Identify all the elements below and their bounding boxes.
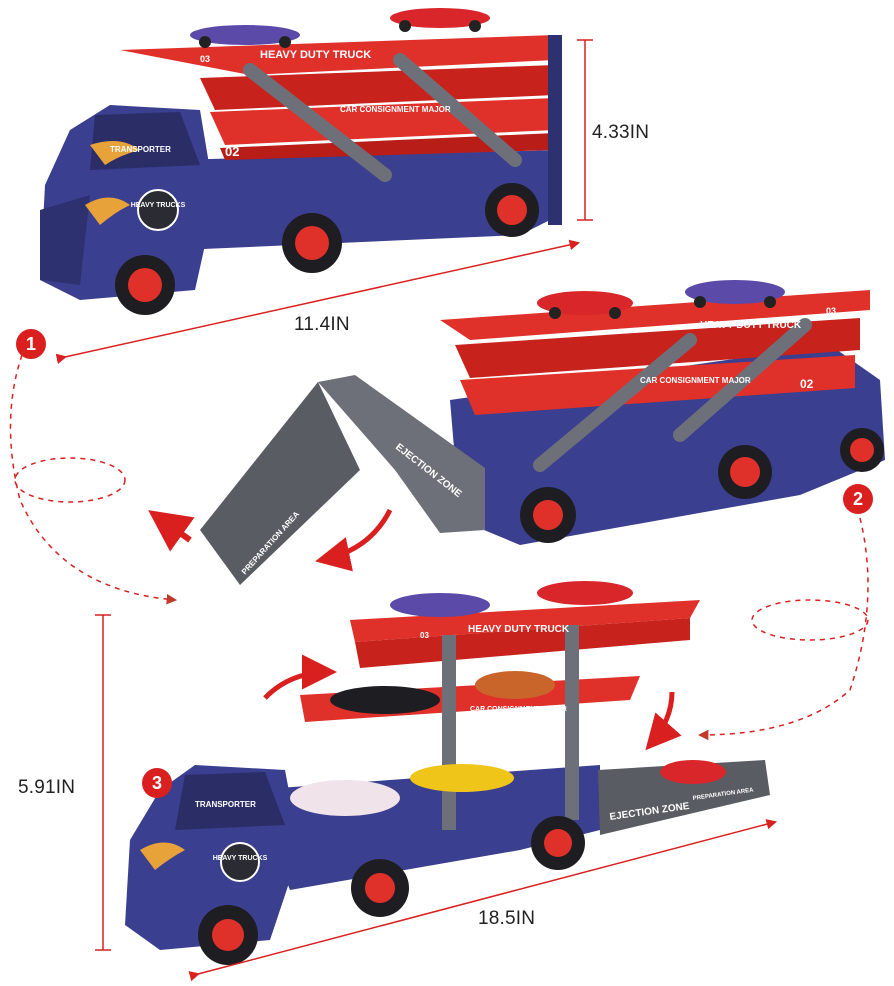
arrow-icon [263, 654, 337, 700]
height-expanded-label: 5.91IN [18, 777, 76, 798]
car-consignment-label: CAR CONSIGNMENT MAJOR [340, 105, 451, 114]
deck-02-label-2: 02 [800, 377, 814, 391]
car-consignment-label-3: CAR CONSIGNMENT MAJOR [470, 706, 567, 713]
height-collapsed-label: 4.33IN [592, 122, 650, 143]
truck-collapsed: HEAVY TRUCKS TRANSPORTER 02 03 HEAVY DUT… [40, 8, 562, 315]
toy-car [537, 581, 633, 605]
heavy-trucks-label-3: HEAVY TRUCKS [213, 855, 268, 862]
step-2-badge: 2 [843, 484, 873, 514]
toy-car [290, 780, 400, 816]
deck-02-label-3: 02 [370, 757, 384, 771]
dimension-length-expanded [188, 819, 778, 982]
toy-car [390, 593, 490, 617]
wheel [115, 255, 175, 315]
wheel [485, 183, 539, 237]
length-expanded-label: 18.5IN [478, 908, 536, 929]
heavy-duty-truck-label-2: HEAVY DUTY TRUCK [700, 320, 802, 331]
toy-car [475, 671, 555, 699]
toy-car [330, 686, 440, 714]
deck-03-label: 03 [200, 54, 210, 64]
wheel [198, 905, 258, 965]
dimension-height-expanded [95, 614, 111, 951]
dimension-height-collapsed [577, 39, 593, 221]
toy-car [660, 760, 726, 784]
toy-car [410, 764, 514, 792]
length-collapsed-label: 11.4IN [294, 314, 350, 335]
wheel [840, 428, 884, 472]
truck-ramp-open: HEAVY DUTY TRUCK CAR CONSIGNMENT MAJOR 0… [200, 280, 885, 585]
wheel [351, 859, 409, 917]
transporter-label-3: TRANSPORTER [195, 800, 256, 809]
toy-car [685, 280, 785, 308]
car-consignment-label-2: CAR CONSIGNMENT MAJOR [640, 376, 751, 385]
wheel [531, 816, 585, 870]
step-3-badge: 3 [142, 768, 172, 798]
toy-car [390, 8, 490, 32]
arrow-icon [315, 508, 393, 572]
deck-03-label-2: 03 [826, 306, 836, 316]
toy-car [190, 25, 300, 48]
step-1-badge: 1 [16, 329, 46, 359]
wheel [282, 213, 342, 273]
deck-02-label: 02 [225, 144, 239, 159]
transporter-label: TRANSPORTER [110, 145, 171, 154]
heavy-duty-truck-label: HEAVY DUTY TRUCK [260, 49, 371, 61]
wheel [520, 487, 576, 543]
dimension-length-collapsed [55, 239, 581, 364]
arrow-icon [148, 510, 195, 552]
heavy-duty-truck-label-3: HEAVY DUTY TRUCK [468, 624, 570, 635]
truck-expanded: EJECTION ZONE PREPARATION AREA HEAVY DUT… [125, 581, 770, 965]
wheel [718, 445, 772, 499]
flow-connector [9, 354, 869, 741]
arrow-icon [645, 691, 682, 751]
deck-03-label-3: 03 [420, 631, 429, 640]
toy-car [537, 291, 633, 319]
heavy-trucks-label: HEAVY TRUCKS [131, 202, 186, 209]
